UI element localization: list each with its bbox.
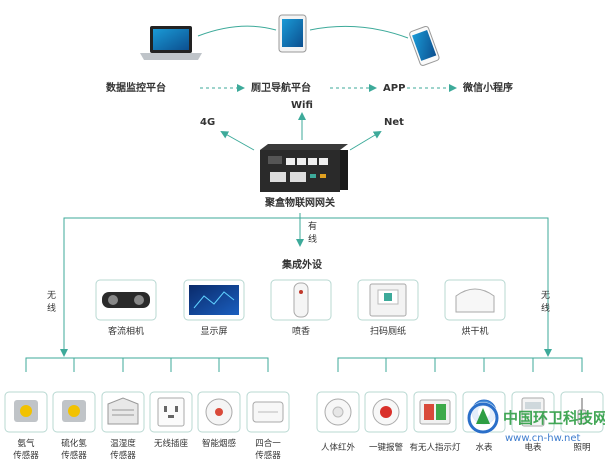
sensor-temp-humidity-l2: 传感器 (110, 450, 136, 461)
laptop-icon (140, 26, 202, 60)
sensor-four-in-one-l1: 四合一 (255, 438, 281, 449)
peripheral-camera-label: 客流相机 (108, 325, 144, 337)
sensor-pir-label: 人体红外 (321, 442, 356, 453)
sensor-temp-humidity-l1: 温湿度 (110, 438, 136, 449)
wireless-right-label-1: 无 (541, 290, 550, 301)
arrow-wireless-left (60, 349, 68, 357)
arrow-wireless-right (544, 349, 552, 357)
peripheral-dryer: 烘干机 (444, 279, 506, 337)
peripherals-title: 集成外设 (281, 258, 322, 271)
peripheral-display: 显示屏 (183, 279, 245, 337)
sensor-occupancy-light-label: 有无人指示灯 (409, 442, 461, 453)
peripheral-tissue-label: 扫码厕纸 (370, 325, 406, 337)
peripheral-fragrance-label: 喷香 (292, 326, 310, 337)
watermark-url: www.cn-hw.net (505, 433, 581, 444)
sensor-ammonia-l2: 传感器 (13, 450, 39, 461)
wired-label-1: 有 (308, 220, 317, 232)
sensor-socket: 无线插座 (149, 391, 193, 449)
wired-label-2: 线 (308, 233, 317, 245)
sensor-alarm: 一键报警 (364, 391, 408, 453)
peripheral-camera: 客流相机 (95, 279, 157, 337)
sensor-h2s-l1: 硫化氢 (61, 438, 87, 449)
sensor-smoke-l1: 智能烟感 (202, 438, 237, 449)
platform-monitoring: 数据监控平台 (106, 81, 166, 94)
sensor-smoke: 智能烟感 (197, 391, 241, 449)
sensor-pir: 人体红外 (316, 391, 360, 453)
tablet-icon (278, 14, 307, 53)
watermark-cn: 中国环卫科技网 (503, 409, 605, 427)
sensor-temp-humidity: 温湿度 传感器 (101, 391, 145, 461)
sensor-ammonia: 氨气 传感器 (4, 391, 48, 461)
wireless-bus (63, 217, 549, 355)
platform-wechat: 微信小程序 (462, 81, 513, 94)
sensor-water-meter-label: 水表 (475, 442, 493, 453)
sensor-lighting-label: 照明 (573, 443, 590, 453)
wireless-left-label-2: 线 (47, 302, 56, 314)
peripheral-fragrance: 喷香 (270, 279, 332, 337)
watermark: 中国环卫科技网 www.cn-hw.net (467, 402, 605, 444)
sensor-electric-meter: 电表 (511, 391, 555, 453)
peripheral-tissue: 扫码厕纸 (357, 279, 419, 337)
sensor-four-in-one-l2: 传感器 (255, 450, 281, 461)
sensor-h2s-l2: 传感器 (61, 450, 87, 461)
g4-label: 4G (200, 117, 215, 128)
sensor-four-in-one: 四合一 传感器 (246, 391, 290, 461)
arrow-4g (220, 131, 255, 151)
sensor-occupancy-light: 有无人指示灯 (409, 391, 461, 453)
net-label: Net (384, 117, 404, 128)
platform-toilet-nav: 厕卫导航平台 (251, 81, 311, 94)
sensor-socket-l1: 无线插座 (154, 438, 189, 449)
arc-tablet-phone (309, 25, 409, 39)
arc-laptop-tablet (197, 25, 277, 37)
sensor-alarm-label: 一键报警 (369, 442, 404, 453)
sensor-h2s: 硫化氢 传感器 (52, 391, 96, 461)
platform-app: APP (383, 83, 405, 94)
peripheral-display-label: 显示屏 (200, 326, 227, 337)
sensor-ammonia-l1: 氨气 (17, 438, 35, 449)
gateway-label: 聚盒物联网网关 (264, 196, 335, 209)
wireless-right-label-2: 线 (541, 302, 550, 314)
wireless-left-label-1: 无 (47, 290, 56, 301)
phone-icon (409, 25, 440, 66)
sensor-lighting: 照明 (560, 391, 604, 453)
arrow-net (349, 130, 382, 151)
gateway-icon (260, 144, 348, 192)
peripheral-dryer-label: 烘干机 (461, 325, 488, 337)
sensor-electric-meter-label: 电表 (524, 442, 542, 453)
sensor-bus-right (337, 357, 583, 372)
wifi-label: Wifi (291, 100, 313, 111)
sensor-bus-left (25, 357, 269, 372)
